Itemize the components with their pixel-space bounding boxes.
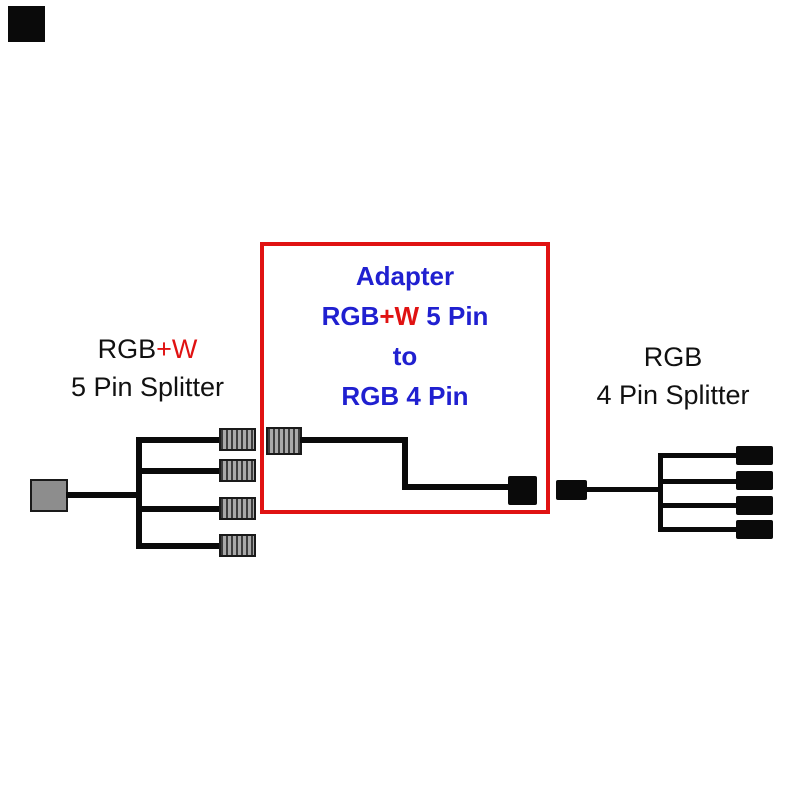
adapter-title-line3: to (392, 341, 418, 371)
splitter4-main-wire (585, 487, 663, 492)
adapter-title-block: Adapter RGB+W 5 Pin to RGB 4 Pin (264, 256, 546, 416)
adapter-input-connector (266, 427, 302, 455)
splitter4-branch-wire-1 (658, 453, 740, 458)
adapter-title-line2: RGB+W 5 Pin (264, 296, 546, 336)
splitter5-branch-connector-4 (219, 534, 256, 557)
right-splitter-label-line1: RGB (643, 342, 703, 372)
splitter5-branch-wire-1 (136, 437, 222, 443)
left-label-rgb: RGB (97, 334, 157, 364)
splitter4-branch-connector-2 (736, 471, 773, 490)
corner-mark (8, 6, 45, 42)
splitter5-input-connector (30, 479, 68, 512)
splitter4-branch-wire-4 (658, 527, 740, 532)
adapter-title-line4: RGB 4 Pin (341, 381, 469, 411)
right-splitter-label: RGB 4 Pin Splitter (578, 338, 768, 414)
splitter4-trunk-wire (658, 453, 663, 532)
left-splitter-label: RGB+W 5 Pin Splitter (35, 330, 260, 406)
splitter5-main-wire (66, 492, 142, 498)
splitter5-branch-wire-3 (136, 506, 222, 512)
splitter4-branch-connector-3 (736, 496, 773, 515)
left-splitter-label-line1: RGB+W (35, 330, 260, 368)
adapter-line2-rest: 5 Pin (419, 301, 489, 331)
adapter-output-connector (508, 476, 537, 505)
splitter4-branch-connector-4 (736, 520, 773, 539)
adapter-wire-vertical (402, 437, 408, 490)
left-splitter-label-line2: 5 Pin Splitter (70, 372, 225, 402)
splitter5-trunk-wire (136, 437, 142, 549)
splitter4-branch-wire-2 (658, 479, 740, 484)
adapter-title-line1: Adapter (355, 261, 455, 291)
splitter5-branch-wire-4 (136, 543, 222, 549)
adapter-line2-rgb: RGB (321, 301, 380, 331)
adapter-wire-horizontal-1 (300, 437, 408, 443)
splitter4-branch-connector-1 (736, 446, 773, 465)
splitter4-branch-wire-3 (658, 503, 740, 508)
adapter-line2-w: +W (379, 301, 420, 331)
splitter5-branch-wire-2 (136, 468, 222, 474)
splitter5-branch-connector-2 (219, 459, 256, 482)
splitter5-branch-connector-1 (219, 428, 256, 451)
splitter4-plug-connector (556, 480, 587, 500)
adapter-wire-horizontal-2 (402, 484, 512, 490)
right-splitter-label-line2: 4 Pin Splitter (596, 380, 750, 410)
splitter5-branch-connector-3 (219, 497, 256, 520)
left-label-w: +W (156, 334, 198, 364)
